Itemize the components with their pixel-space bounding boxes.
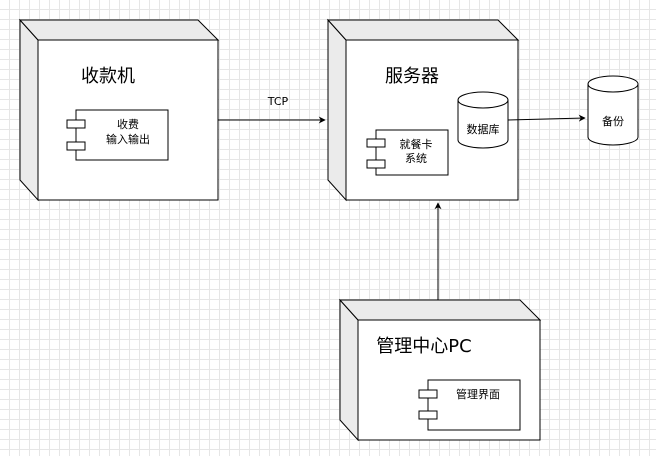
- component-cashier-line-1: 收费: [117, 117, 139, 131]
- component-admin-line-1: 管理界面: [456, 387, 500, 401]
- component-port: [418, 410, 438, 420]
- node-server[interactable]: 服务器 就餐卡 系统 数据库: [326, 18, 520, 202]
- database-label: 数据库: [467, 122, 500, 136]
- component-cashier-line-2: 输入输出: [106, 132, 150, 146]
- node-cashier-title: 收款机: [81, 66, 135, 87]
- edge-cashier-to-server[interactable]: TCP: [218, 95, 326, 124]
- edge-database-to-backup[interactable]: [507, 114, 586, 122]
- node-cashier[interactable]: 收款机 收费 输入输出: [18, 18, 220, 202]
- component-server-line-2: 系统: [405, 152, 427, 165]
- component-port: [418, 389, 438, 399]
- component-port: [66, 119, 86, 129]
- database-cylinder[interactable]: 数据库: [457, 91, 509, 149]
- backup-label: 备份: [602, 114, 624, 128]
- component-port: [366, 159, 386, 169]
- backup-cylinder[interactable]: 备份: [587, 75, 639, 146]
- node-admin-pc[interactable]: 管理中心PC 管理界面: [338, 298, 542, 442]
- component-cashier-io[interactable]: 收费 输入输出: [66, 109, 169, 161]
- component-admin-ui[interactable]: 管理界面: [418, 379, 521, 431]
- edge-tcp-label: TCP: [267, 95, 289, 108]
- node-admin-title: 管理中心PC: [376, 336, 471, 357]
- component-server-line-1: 就餐卡: [400, 137, 433, 151]
- component-meal-card-system[interactable]: 就餐卡 系统: [366, 129, 449, 176]
- component-port: [66, 141, 86, 151]
- component-port: [366, 138, 386, 148]
- node-server-title: 服务器: [385, 66, 439, 87]
